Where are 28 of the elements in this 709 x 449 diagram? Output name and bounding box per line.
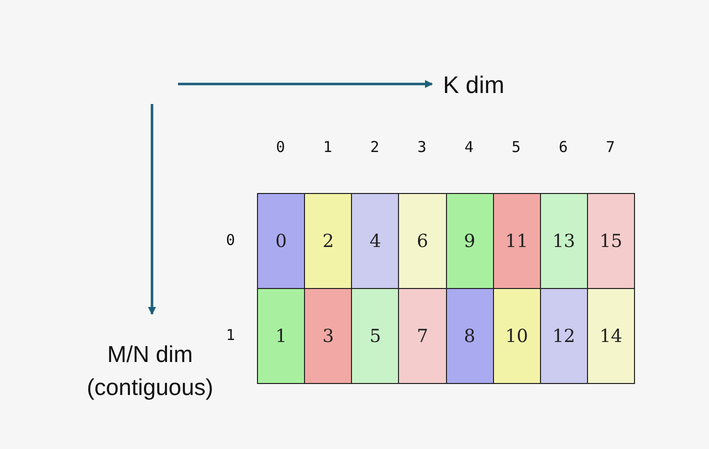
grid-cell: 0 [257, 193, 306, 289]
column-index: 5 [510, 138, 522, 156]
row-index: 1 [226, 326, 236, 344]
grid-cell: 2 [304, 193, 352, 289]
grid-cell: 1 [257, 288, 306, 384]
axis-label: K dim [443, 72, 504, 100]
grid-cell: 14 [586, 288, 635, 384]
grid-cell: 12 [540, 288, 588, 384]
grid-cell: 8 [446, 288, 494, 384]
grid-cell: 3 [304, 288, 352, 384]
column-index: 2 [369, 138, 380, 156]
grid-cell: 11 [492, 193, 541, 289]
grid-cell: 9 [446, 193, 494, 289]
column-index: 7 [604, 138, 616, 156]
grid-cell: 5 [351, 288, 400, 384]
grid-cell: 7 [398, 288, 446, 384]
grid-cell: 6 [398, 193, 446, 289]
column-index: 4 [464, 138, 475, 156]
grid-cell: 10 [492, 288, 541, 384]
row-index: 0 [226, 230, 236, 248]
axis-label: M/N dim (contiguous) [86, 340, 214, 402]
grid-cell: 13 [540, 193, 588, 289]
grid-cell: 15 [586, 193, 635, 289]
column-index: 3 [416, 138, 428, 156]
column-index: 0 [275, 138, 286, 156]
grid-cell: 4 [351, 193, 400, 289]
column-index: 1 [322, 138, 334, 156]
column-index: 6 [558, 138, 569, 156]
